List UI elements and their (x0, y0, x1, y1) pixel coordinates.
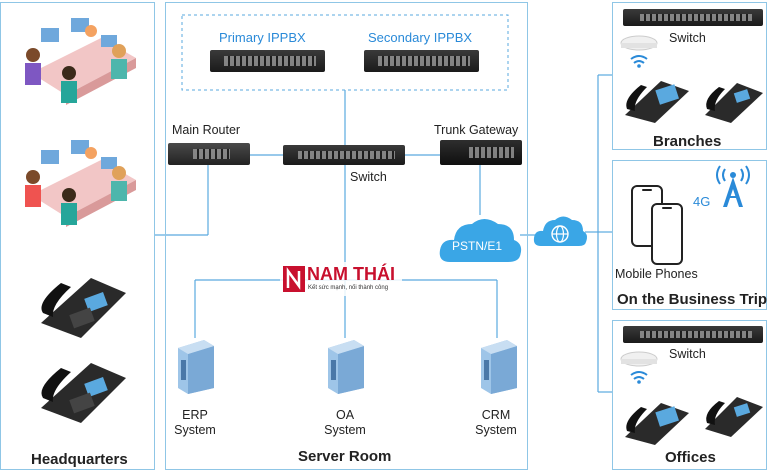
brand-logo-icon (283, 266, 305, 292)
crm-label-line1: CRM (481, 408, 511, 422)
branches-title: Branches (653, 133, 722, 150)
erp-label-line2: System (174, 423, 216, 437)
wireless-access-point-icon (620, 35, 658, 68)
trunk-gateway-label: Trunk Gateway (434, 123, 519, 137)
erp-server-icon (178, 340, 214, 394)
ip-phone-icon (41, 363, 126, 423)
primary-ippbx-device (210, 50, 325, 72)
primary-ippbx-label: Primary IPPBX (219, 30, 306, 45)
mobile-phone-icon (651, 203, 683, 265)
main-router-label: Main Router (172, 123, 241, 137)
offices-panel: Switch Offices (612, 320, 767, 470)
internet-cloud-icon (533, 216, 587, 246)
video-ip-phone-icon (625, 81, 689, 123)
office-workstation-illustration (25, 140, 136, 227)
headquarters-title: Headquarters (31, 451, 128, 468)
mobile-phones-label: Mobile Phones (615, 267, 698, 281)
secondary-ippbx-device (364, 50, 479, 72)
offices-switch-label: Switch (669, 347, 706, 361)
erp-label-line1: ERP (182, 408, 208, 422)
ip-phone-icon (705, 83, 763, 123)
brand-tagline: Kết sức mạnh, nối thành công (308, 285, 389, 291)
pstn-label: PSTN/E1 (452, 239, 503, 253)
oa-server-icon (328, 340, 364, 394)
server-room-title: Server Room (298, 448, 392, 465)
cell-tower-icon (716, 165, 750, 207)
crm-label-line2: System (475, 423, 517, 437)
brand-name: NAM THÁI (307, 264, 395, 284)
branches-switch-device (623, 9, 763, 26)
secondary-ippbx-label: Secondary IPPBX (368, 30, 473, 45)
ip-phone-icon (41, 278, 126, 338)
trunk-gateway-device (440, 140, 522, 165)
core-switch-device (283, 145, 405, 165)
business-trip-panel: 4G Mobile Phones On the Business Trip (612, 160, 767, 310)
oa-label: OA System (320, 408, 370, 438)
crm-label: CRM System (470, 408, 522, 438)
offices-switch-device (623, 326, 763, 343)
brand-watermark: NAM THÁI Kết sức mạnh, nối thành công (280, 262, 402, 296)
offices-title: Offices (665, 449, 716, 466)
signal-4g-label: 4G (693, 194, 711, 209)
business-trip-title: On the Business Trip (617, 291, 768, 308)
branches-switch-label: Switch (669, 31, 706, 45)
crm-server-icon (481, 340, 517, 394)
main-router-device (168, 143, 250, 165)
wireless-access-point-icon (620, 351, 658, 384)
video-ip-phone-icon (625, 403, 689, 445)
server-room-panel (165, 2, 528, 470)
office-workstation-illustration (25, 18, 136, 105)
oa-label-line1: OA (335, 408, 355, 422)
pstn-cloud-icon (439, 219, 522, 262)
headquarters-panel: Headquarters (0, 2, 155, 470)
ip-phone-icon (705, 397, 763, 437)
erp-label: ERP System (170, 408, 220, 438)
branches-panel: Switch Branches (612, 2, 767, 150)
oa-label-line2: System (324, 423, 366, 437)
core-switch-label: Switch (350, 170, 387, 184)
